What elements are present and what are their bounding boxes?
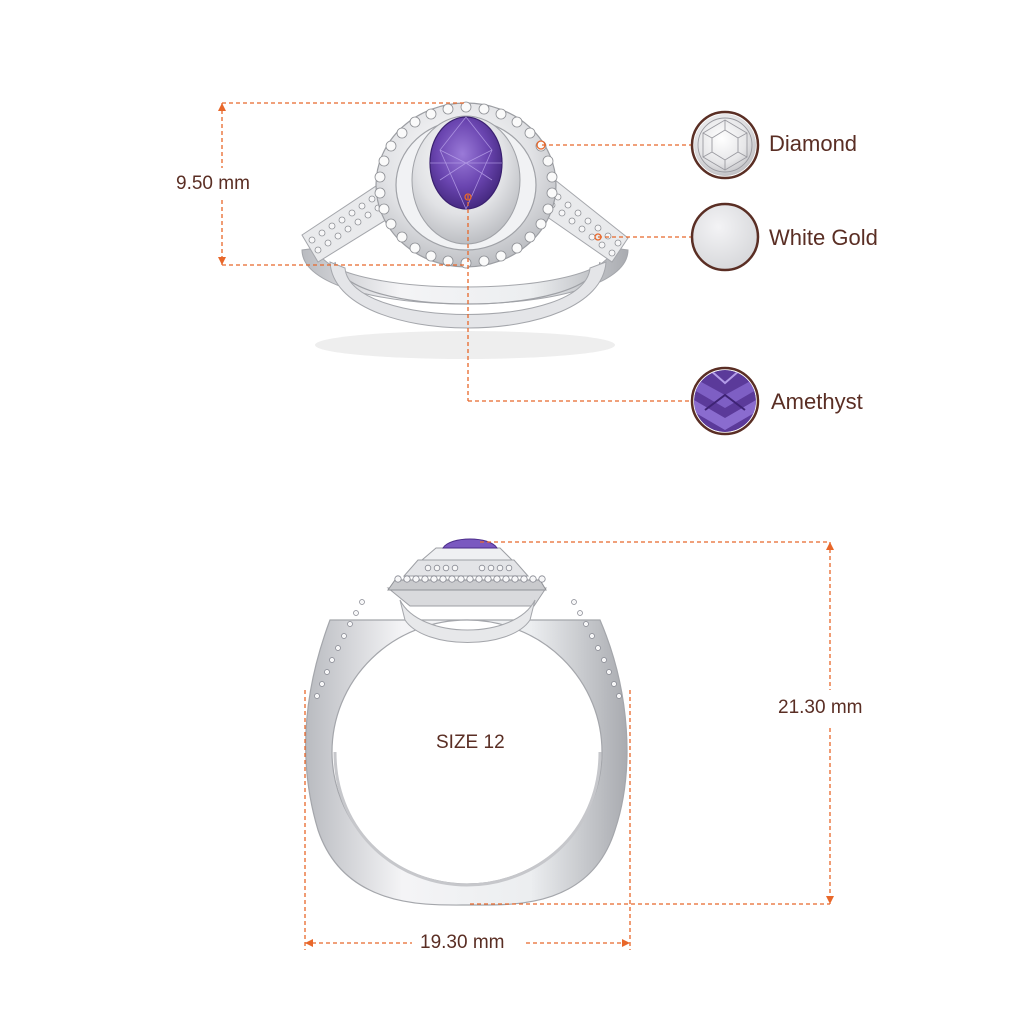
legend-label-diamond: Diamond [769, 131, 858, 156]
legend-label-white-gold: White Gold [769, 225, 878, 250]
white-gold-swatch-icon [690, 202, 760, 272]
width-dimension-label: 19.30 mm [420, 932, 505, 953]
ring-size-label: SIZE 12 [436, 732, 505, 753]
side-dimension-lines [304, 541, 831, 950]
legend-label-amethyst: Amethyst [771, 389, 863, 414]
diamond-swatch-icon [690, 110, 760, 180]
height-dimension-label: 9.50 mm [176, 173, 250, 194]
height-dimension-lines [221, 102, 466, 266]
side-arrowheads [305, 542, 834, 947]
total-height-dimension-label: 21.30 mm [778, 697, 863, 718]
amethyst-swatch-icon [690, 366, 760, 436]
height-arrowheads [218, 103, 226, 265]
leader-lines [467, 144, 692, 402]
ring-top-view [301, 101, 629, 359]
ring-side-view [305, 538, 628, 906]
